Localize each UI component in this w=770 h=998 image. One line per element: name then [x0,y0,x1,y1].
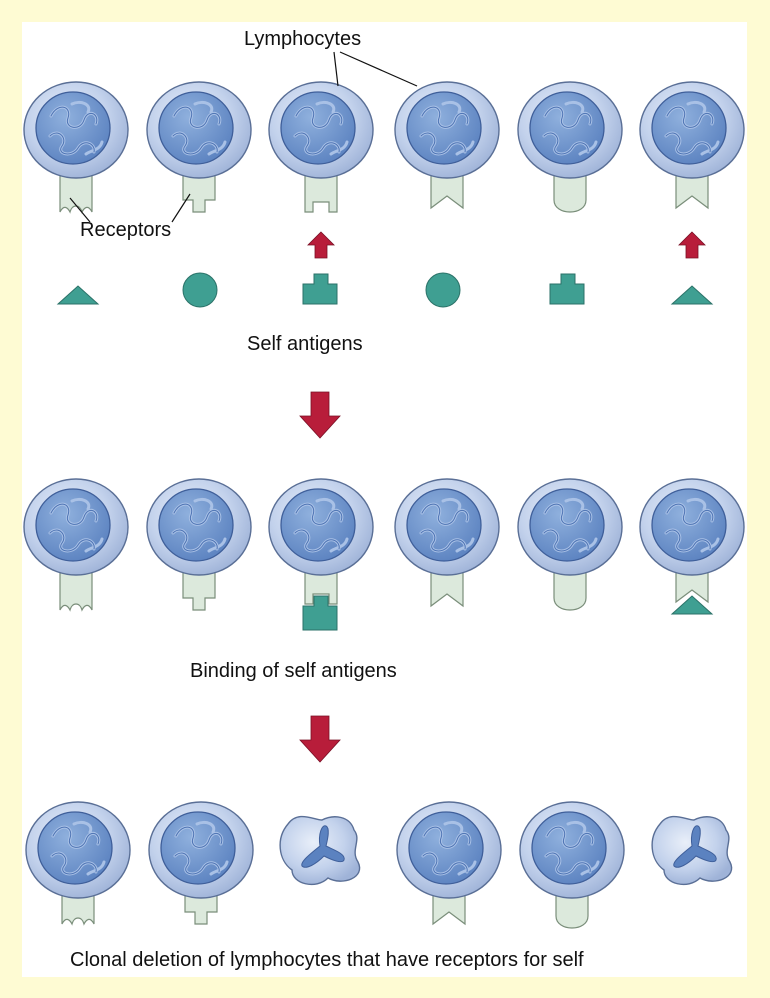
lymphocyte-4 [393,80,501,180]
receptor-wavy [61,891,95,926]
receptor-step [184,891,218,925]
deleted-lymphocyte-6 [651,815,733,886]
row-1-lymphocytes [22,80,746,214]
callout-lines [69,51,418,223]
clonal-deletion-label: Clonal deletion of lymphocytes that have… [70,949,584,971]
row-3-lymphocytes [24,800,733,929]
bound-antigen-bump-square [302,595,338,631]
lymphocyte-3 [267,477,375,577]
antigen-circle [182,272,218,308]
antigen-triangle [670,285,714,305]
binding-label: Binding of self antigens [190,660,397,682]
lymphocyte-4 [395,800,503,900]
receptor-wavy [59,569,93,612]
match-arrow-6 [678,231,706,259]
lymphocyte-1 [24,800,132,900]
receptor-step [182,569,216,611]
lymphocyte-6 [638,80,746,180]
receptors-label: Receptors [80,219,172,241]
deleted-lymphocyte-3 [279,815,361,886]
step-arrow-1 [299,391,341,439]
antigen-bump-square [302,273,338,305]
receptor-rounded [553,171,587,213]
lymphocyte-5 [518,800,626,900]
receptor-notch [304,171,338,213]
antigen-circle [425,272,461,308]
self-antigens-label: Self antigens [247,333,363,355]
lymphocyte-2 [145,477,253,577]
diagram-art [22,51,746,929]
lymphocytes-label: Lymphocytes [244,28,362,50]
receptor-rounded [555,891,589,929]
self-antigens-row [56,272,714,308]
lymphocyte-6 [638,477,746,577]
lymphocyte-1 [22,80,130,180]
antigen-triangle [56,285,100,305]
antigen-bump-square [549,273,585,305]
lymphocyte-3 [267,80,375,180]
receptor-notch [304,569,338,605]
match-arrow-3 [307,231,335,259]
row-2-lymphocytes [22,477,746,631]
step-arrow-2 [299,715,341,763]
lymphocyte-5 [516,80,624,180]
lymphocyte-1 [22,477,130,577]
lymphocyte-2 [147,800,255,900]
lymphocyte-5 [516,477,624,577]
lymphocyte-2 [145,80,253,180]
receptor-rounded [553,569,587,611]
bound-antigen-triangle [670,595,714,615]
clonal-deletion-figure: Lymphocytes Receptors Self antigens Bind… [22,22,747,977]
lymphocyte-4 [393,477,501,577]
